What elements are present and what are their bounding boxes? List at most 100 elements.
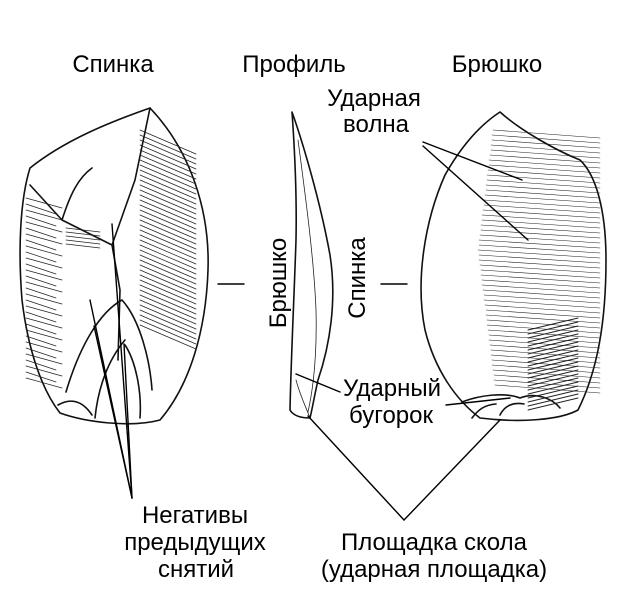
hatch-stroke bbox=[25, 239, 57, 251]
hatch-stroke bbox=[139, 174, 197, 200]
hatch-stroke bbox=[139, 279, 197, 305]
hatch-stroke bbox=[489, 344, 601, 354]
pointer-negatives-c bbox=[93, 325, 133, 499]
hatch-stroke bbox=[139, 194, 197, 220]
annotation-negatives: Негативы предыдущих снятий bbox=[89, 223, 266, 583]
hatch-stroke bbox=[477, 249, 601, 259]
hatch-stroke bbox=[489, 154, 601, 164]
hatch-stroke bbox=[25, 257, 63, 269]
hatch-stroke bbox=[527, 325, 579, 339]
hatch-stroke bbox=[139, 214, 197, 240]
hatch-stroke bbox=[25, 287, 57, 299]
hatch-stroke bbox=[25, 209, 63, 221]
hatch-stroke bbox=[527, 381, 579, 395]
profile-outline bbox=[289, 111, 334, 419]
view-title-profile: Профиль bbox=[242, 51, 346, 78]
hatch-stroke bbox=[139, 259, 197, 285]
hatch-stroke bbox=[139, 164, 197, 190]
label-negatives-line3: снятий bbox=[158, 556, 234, 583]
hatch-stroke bbox=[25, 221, 63, 233]
hatch-stroke bbox=[25, 197, 63, 209]
hatch-stroke bbox=[25, 359, 57, 371]
dorsal-hatching bbox=[25, 129, 197, 389]
hatch-stroke bbox=[25, 365, 63, 377]
hatch-stroke bbox=[491, 134, 601, 144]
hatch-stroke bbox=[139, 299, 197, 325]
hatch-stroke bbox=[65, 235, 101, 241]
hatch-stroke bbox=[481, 279, 601, 289]
hatch-stroke bbox=[492, 129, 601, 139]
pointer-platform-ventral bbox=[403, 419, 501, 521]
hatch-stroke bbox=[527, 369, 579, 383]
hatch-stroke bbox=[139, 254, 197, 280]
hatch-stroke bbox=[25, 215, 57, 227]
hatch-stroke bbox=[480, 269, 601, 279]
hatch-stroke bbox=[139, 239, 197, 265]
annotation-bulb: Ударный бугорок bbox=[295, 373, 511, 429]
hatch-stroke bbox=[139, 319, 197, 345]
hatch-stroke bbox=[25, 203, 57, 215]
pointer-negatives-a bbox=[111, 223, 133, 499]
hatch-stroke bbox=[527, 361, 579, 375]
hatch-stroke bbox=[478, 244, 601, 254]
label-negatives-line1: Негативы bbox=[142, 502, 248, 529]
hatch-stroke bbox=[139, 284, 197, 310]
pointer-bulb-ventral bbox=[445, 397, 511, 406]
hatch-stroke bbox=[65, 231, 101, 237]
hatch-stroke bbox=[527, 365, 579, 379]
view-title-dorsal: Спинка bbox=[72, 51, 154, 78]
hatch-stroke bbox=[25, 323, 57, 335]
hatch-stroke bbox=[481, 284, 601, 294]
hatch-stroke bbox=[139, 289, 197, 315]
hatch-stroke bbox=[527, 377, 579, 391]
hatch-stroke bbox=[139, 264, 197, 290]
hatch-stroke bbox=[486, 174, 601, 184]
hatch-stroke bbox=[25, 377, 63, 389]
hatch-stroke bbox=[25, 341, 63, 353]
hatch-stroke bbox=[139, 224, 197, 250]
pointer-bulb-profile bbox=[295, 373, 341, 393]
hatch-stroke bbox=[139, 234, 197, 260]
hatch-stroke bbox=[488, 339, 601, 349]
hatch-stroke bbox=[25, 233, 63, 245]
hatch-stroke bbox=[139, 324, 197, 350]
hatch-stroke bbox=[527, 349, 579, 363]
dorsal-ridges bbox=[29, 107, 151, 361]
hatch-stroke bbox=[488, 159, 601, 169]
hatch-stroke bbox=[491, 359, 601, 369]
hatch-stroke bbox=[25, 353, 63, 365]
hatch-stroke bbox=[139, 154, 197, 180]
hatch-stroke bbox=[139, 204, 197, 230]
hatch-stroke bbox=[25, 305, 63, 317]
profile-side-dorsal: Спинка bbox=[344, 237, 371, 319]
hatch-stroke bbox=[527, 357, 579, 371]
hatch-stroke bbox=[479, 234, 601, 244]
hatch-stroke bbox=[527, 389, 579, 403]
profile-side-ventral: Брюшко bbox=[265, 238, 292, 328]
label-impact-wave-line2: волна bbox=[343, 111, 410, 138]
hatch-stroke bbox=[527, 341, 579, 355]
hatch-stroke bbox=[139, 184, 197, 210]
hatch-stroke bbox=[481, 214, 601, 224]
hatch-stroke bbox=[65, 243, 101, 249]
label-negatives-line2: предыдущих bbox=[124, 529, 266, 556]
hatch-stroke bbox=[484, 304, 601, 314]
hatch-stroke bbox=[139, 249, 197, 275]
hatch-stroke bbox=[139, 199, 197, 225]
hatch-stroke bbox=[25, 335, 57, 347]
hatch-stroke bbox=[478, 259, 601, 269]
hatch-stroke bbox=[527, 393, 579, 407]
annotation-platform: Площадка скола (ударная площадка) bbox=[307, 415, 547, 583]
hatch-stroke bbox=[490, 354, 601, 364]
hatch-stroke bbox=[25, 299, 57, 311]
hatch-stroke bbox=[483, 299, 601, 309]
hatch-stroke bbox=[483, 294, 601, 304]
hatch-stroke bbox=[485, 189, 601, 199]
profile-view: Профиль Брюшко Спинка bbox=[242, 51, 371, 419]
label-impact-wave-line1: Ударная bbox=[327, 85, 421, 112]
ventral-hatching bbox=[477, 129, 601, 411]
hatch-stroke bbox=[527, 337, 579, 351]
hatch-stroke bbox=[493, 379, 601, 389]
hatch-stroke bbox=[493, 374, 601, 384]
